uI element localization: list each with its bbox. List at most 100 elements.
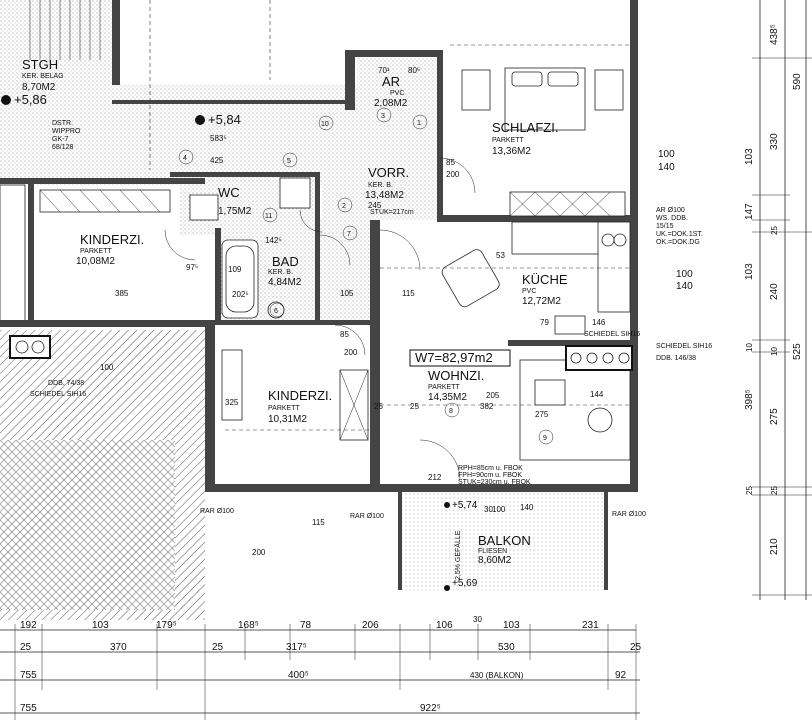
vorr-floor bbox=[322, 140, 437, 220]
svg-text:8: 8 bbox=[449, 408, 453, 415]
symbol-labels: 1 2 3 4 5 6 7 8 9 10 11 bbox=[183, 113, 547, 442]
svg-text:92: 92 bbox=[615, 670, 627, 681]
svg-text:530: 530 bbox=[498, 642, 515, 653]
svg-text:8,60M2: 8,60M2 bbox=[478, 555, 512, 566]
svg-text:583⁵: 583⁵ bbox=[210, 134, 227, 143]
svg-text:GK-7: GK-7 bbox=[52, 136, 68, 143]
svg-text:103: 103 bbox=[503, 620, 520, 631]
svg-text:168⁵: 168⁵ bbox=[238, 620, 259, 631]
svg-text:PARKETT: PARKETT bbox=[268, 405, 300, 412]
svg-text:STUK=217cm: STUK=217cm bbox=[370, 209, 414, 216]
svg-text:200: 200 bbox=[344, 348, 358, 357]
shelf-kinderzi1 bbox=[39, 189, 171, 213]
svg-text:382: 382 bbox=[480, 402, 494, 411]
svg-text:DDB. 74/38: DDB. 74/38 bbox=[48, 380, 84, 387]
dimension-ticks-right bbox=[752, 57, 812, 596]
svg-text:RAR Ø100: RAR Ø100 bbox=[612, 511, 646, 518]
svg-text:147: 147 bbox=[744, 203, 755, 220]
svg-text:UK.=DOK.1ST.: UK.=DOK.1ST. bbox=[656, 231, 703, 238]
dashed-lines bbox=[149, 0, 630, 431]
walls bbox=[0, 0, 638, 590]
svg-text:13,36M2: 13,36M2 bbox=[492, 146, 531, 157]
svg-text:25: 25 bbox=[20, 642, 32, 653]
room-kinderzi-2: KINDERZI. PARKETT 10,31M2 bbox=[268, 388, 332, 425]
svg-text:25: 25 bbox=[630, 642, 642, 653]
dining-table bbox=[441, 249, 500, 308]
svg-text:317⁵: 317⁵ bbox=[286, 642, 307, 653]
svg-text:BAD: BAD bbox=[272, 254, 299, 269]
svg-text:OK.=DOK.DG: OK.=DOK.DG bbox=[656, 239, 700, 246]
svg-text:100: 100 bbox=[100, 363, 114, 372]
svg-text:370: 370 bbox=[110, 642, 127, 653]
dimension-row-4: 755 922⁵ bbox=[20, 703, 441, 714]
svg-text:430 (BALKON): 430 (BALKON) bbox=[470, 671, 524, 680]
svg-text:78: 78 bbox=[300, 620, 312, 631]
dimension-row-3: 755 400⁵ 430 (BALKON) 92 bbox=[20, 670, 627, 681]
svg-text:144: 144 bbox=[590, 390, 604, 399]
svg-text:68/128: 68/128 bbox=[52, 144, 74, 151]
svg-text:KINDERZI.: KINDERZI. bbox=[268, 388, 332, 403]
svg-text:325: 325 bbox=[225, 398, 239, 407]
svg-text:525: 525 bbox=[792, 343, 803, 360]
wardrobe bbox=[509, 191, 626, 217]
svg-text:245: 245 bbox=[368, 201, 382, 210]
svg-text:FPH=90cm u. FBOK: FPH=90cm u. FBOK bbox=[458, 472, 522, 479]
svg-text:205: 205 bbox=[486, 391, 500, 400]
svg-text:385: 385 bbox=[115, 289, 129, 298]
svg-text:103: 103 bbox=[744, 263, 755, 280]
svg-text:212: 212 bbox=[428, 473, 442, 482]
svg-text:192: 192 bbox=[20, 620, 37, 631]
svg-text:10,31M2: 10,31M2 bbox=[268, 414, 307, 425]
svg-text:STUK=230cm u. FBOK: STUK=230cm u. FBOK bbox=[458, 479, 531, 486]
room-wohnzi: WOHNZI. PARKETT 14,35M2 bbox=[428, 368, 484, 403]
svg-text:179⁵: 179⁵ bbox=[156, 620, 177, 631]
svg-text:398⁵: 398⁵ bbox=[744, 389, 755, 410]
sofa bbox=[519, 359, 631, 461]
svg-text:100: 100 bbox=[492, 505, 506, 514]
svg-text:11: 11 bbox=[265, 213, 272, 220]
svg-text:RAR Ø100: RAR Ø100 bbox=[350, 513, 384, 520]
stairwell-floor bbox=[0, 0, 112, 185]
svg-text:200: 200 bbox=[252, 548, 266, 557]
chimney-left bbox=[9, 335, 51, 359]
svg-text:3: 3 bbox=[381, 113, 385, 120]
svg-text:1: 1 bbox=[417, 120, 421, 127]
svg-text:210: 210 bbox=[769, 538, 780, 555]
unit-total-box: W7=82,97m2 bbox=[409, 349, 511, 367]
room-vorr: VORR. KER. B. 13,48M2 bbox=[365, 165, 409, 201]
dimension-lines-right bbox=[759, 0, 807, 600]
room-kueche: KÜCHE PVC 12,72M2 bbox=[522, 272, 568, 307]
room-wc: WC 1,75M2 bbox=[218, 185, 252, 217]
svg-text:PARKETT: PARKETT bbox=[492, 137, 524, 144]
room-stgh: STGH KER. BELAG 8,70M2 bbox=[22, 57, 64, 93]
svg-text:15/15: 15/15 bbox=[656, 223, 674, 230]
room-bad: BAD KER. B. 4,84M2 bbox=[268, 254, 302, 288]
dimension-col-2: 438⁵ 330 25 240 10 275 25 210 bbox=[769, 24, 780, 555]
svg-text:100: 100 bbox=[676, 269, 693, 280]
room-balkon: BALKON FLIESEN 8,60M2 bbox=[478, 533, 531, 566]
svg-text:PVC: PVC bbox=[522, 288, 536, 295]
svg-text:RPH=85cm u. FBOK: RPH=85cm u. FBOK bbox=[458, 465, 523, 472]
svg-text:KER. B.: KER. B. bbox=[268, 269, 293, 276]
svg-text:240: 240 bbox=[769, 283, 780, 300]
svg-text:PARKETT: PARKETT bbox=[428, 384, 460, 391]
svg-text:SCHLAFZI.: SCHLAFZI. bbox=[492, 120, 558, 135]
svg-text:+5,69: +5,69 bbox=[452, 578, 478, 589]
svg-text:PARKETT: PARKETT bbox=[80, 248, 112, 255]
kitchen-counter bbox=[511, 221, 631, 335]
svg-text:425: 425 bbox=[210, 156, 224, 165]
svg-text:25: 25 bbox=[770, 486, 779, 495]
dimension-lines-bottom bbox=[0, 629, 640, 714]
svg-text:8,70M2: 8,70M2 bbox=[22, 82, 56, 93]
svg-text:97⁵: 97⁵ bbox=[186, 263, 198, 272]
svg-text:WS. DDB.: WS. DDB. bbox=[656, 215, 688, 222]
svg-text:VORR.: VORR. bbox=[368, 165, 409, 180]
svg-text:WIPPRO: WIPPRO bbox=[52, 128, 81, 135]
svg-text:25: 25 bbox=[212, 642, 224, 653]
svg-text:2,5% GEFÄLLE: 2,5% GEFÄLLE bbox=[454, 530, 462, 580]
bath-sinks bbox=[189, 177, 311, 319]
svg-text:103: 103 bbox=[744, 148, 755, 165]
svg-text:KER. BELAG: KER. BELAG bbox=[22, 73, 64, 80]
svg-text:25: 25 bbox=[410, 402, 419, 411]
room-kinderzi-1: KINDERZI. PARKETT 10,08M2 bbox=[76, 232, 144, 267]
